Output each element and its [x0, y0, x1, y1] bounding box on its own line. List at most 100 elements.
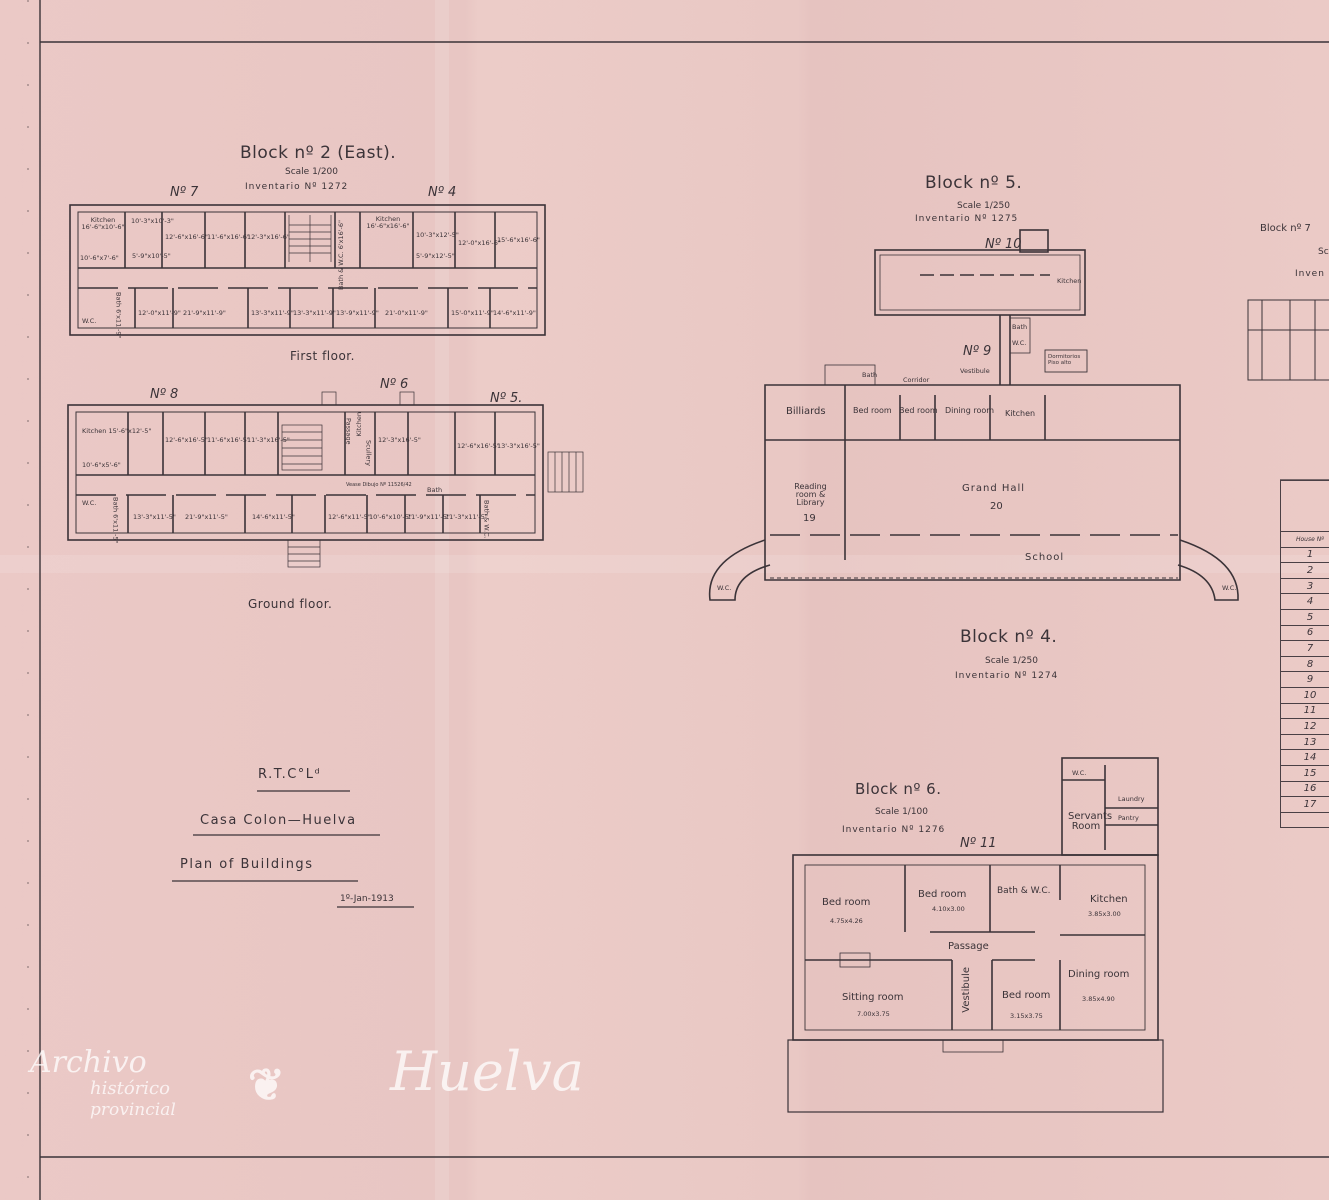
house-number-cell: 13 — [1280, 733, 1329, 751]
watermark-text: histórico — [90, 1078, 170, 1099]
block2-ground-floor-plan — [67, 391, 584, 568]
house-number-cell: 14 — [1280, 749, 1329, 766]
room-number: 20 — [990, 501, 1003, 512]
room-label: Sitting room — [842, 992, 904, 1003]
room-label: School — [1025, 552, 1065, 563]
room-label: Dining room — [1068, 969, 1130, 980]
house-number-cell: 10 — [1280, 686, 1329, 704]
houses-table-row: 15 — [1280, 764, 1329, 782]
room-label: 10'-6"x5'-6" — [82, 461, 121, 469]
room-label: Kitchen 16'-6"x10'-6" — [81, 216, 125, 231]
house-number-cell: 2 — [1280, 562, 1329, 579]
house-number-cell: 11 — [1280, 702, 1329, 720]
room-label: 21'-9"x11'-5" — [185, 513, 228, 521]
room-label: Kitchen — [1057, 277, 1082, 285]
room-label: 15'-0"x11'-9" — [451, 309, 494, 317]
room-label: Passage — [344, 418, 353, 445]
house-number: Nº 8 — [150, 387, 179, 402]
houses-table-row: 12 — [1280, 718, 1329, 735]
room-label: 12'-6"x16'-6" — [165, 233, 208, 241]
room-label: Kitchen 15'-6"x12'-5" — [82, 427, 152, 435]
room-label: 12'-0"x11'-9" — [138, 309, 181, 317]
block2-title: Block nº 2 (East). — [240, 143, 397, 163]
houses-table-row: 4 — [1280, 593, 1329, 610]
house-number-cell: 5 — [1280, 608, 1329, 626]
room-label: 14'-6"x11'-5" — [252, 513, 295, 521]
room-size: 3.85x4.90 — [1082, 995, 1115, 1003]
room-label: 10'-6"x10'-5" — [369, 513, 412, 521]
houses-table-row: 13 — [1280, 733, 1329, 751]
house-number: Nº 6 — [380, 377, 409, 392]
houses-table-header: House Nº — [1280, 531, 1329, 548]
room-label: 10'-3"x10'-3" — [131, 217, 174, 225]
house-number: Nº 11 — [960, 836, 997, 851]
room-label: Bath — [427, 486, 443, 494]
room-label: 5'-9"x12'-5" — [416, 252, 455, 260]
room-label: Bath & W.C. 6'x16'-6" — [337, 220, 345, 291]
house-number: Nº 9 — [963, 344, 992, 359]
room-label: Reading room & Library — [794, 482, 827, 507]
houses-table-row: 14 — [1280, 749, 1329, 766]
houses-table-row: 16 — [1280, 780, 1329, 798]
first-floor-label: First floor. — [290, 349, 355, 363]
room-size: 7.00x3.75 — [857, 1010, 890, 1018]
block6-title: Block nº 6. — [855, 780, 942, 798]
watermark-text: Huelva — [390, 1040, 584, 1103]
room-label: Vestibule — [961, 967, 972, 1013]
room-label: Bed room — [822, 897, 871, 908]
room-label: W.C. — [1072, 769, 1087, 777]
room-label: 11'-6"x16'-5" — [207, 436, 250, 444]
houses-table-row: 1 — [1280, 546, 1329, 564]
room-label: Bath 6'x11'-9" — [114, 292, 123, 339]
block4-inventario: Inventario Nº 1274 — [955, 671, 1059, 681]
houses-table-row: 17 — [1280, 796, 1329, 813]
room-label: Bed room — [899, 406, 938, 415]
house-number: Nº 4 — [428, 185, 457, 200]
room-label: 12'-6"x16'-5" — [165, 436, 208, 444]
room-label: Bath & W.C. — [997, 886, 1051, 896]
room-label: 11'-3"x11'-5" — [445, 513, 488, 521]
room-label: 11'-9"x11'-5" — [407, 513, 450, 521]
room-label: 12'-0"x16'-6" — [458, 239, 501, 247]
house-number-cell: 17 — [1280, 796, 1329, 813]
room-label: 11'-6"x16'-6" — [207, 233, 250, 241]
room-label: Billiards — [786, 406, 826, 417]
room-label: 5'-9"x10'-5" — [132, 252, 171, 260]
room-label: 13'-9"x11'-9" — [336, 309, 379, 317]
room-label: Corridor — [903, 376, 930, 384]
room-label: Kitchen — [1090, 894, 1128, 905]
houses-table-row: 5 — [1280, 608, 1329, 626]
house-number-cell: 16 — [1280, 780, 1329, 798]
houses-table-row: 10 — [1280, 686, 1329, 704]
block6-scale: Scale 1/100 — [875, 807, 929, 817]
block2-scale: Scale 1/200 — [285, 167, 339, 177]
block2-inventario: Inventario Nº 1272 — [245, 182, 349, 192]
room-label: 12'-6"x11'-5" — [328, 513, 371, 521]
house-number: Nº 5. — [490, 391, 523, 406]
houses-table-row — [1280, 811, 1329, 829]
houses-table-row: 8 — [1280, 655, 1329, 673]
room-label: Bed room — [918, 889, 967, 900]
room-label: Kitchen — [1005, 409, 1036, 418]
block5-title: Block nº 5. — [925, 173, 1023, 193]
room-label: 21'-0"x11'-9" — [385, 309, 428, 317]
room-label: Passage — [948, 941, 989, 952]
room-label: Vease Dibujo Nº 11526/42 — [346, 482, 412, 488]
drawing-date: 1º-Jan-1913 — [340, 894, 394, 904]
block6-inventario: Inventario Nº 1276 — [842, 825, 946, 835]
houses-table-row: 6 — [1280, 624, 1329, 642]
houses-table-row: 7 — [1280, 640, 1329, 657]
company-name: R.T.C°Lᵈ — [258, 767, 322, 782]
room-label: 15'-6"x16'-6" — [497, 236, 540, 244]
house-number-cell: 8 — [1280, 655, 1329, 673]
room-label: Bath — [1012, 323, 1028, 331]
room-label: W.C. — [82, 499, 97, 507]
room-label: 14'-6"x11'-9" — [493, 309, 536, 317]
room-label: 13'-3"x11'-9" — [251, 309, 294, 317]
block7-plan — [1247, 299, 1329, 381]
house-number-cell: 9 — [1280, 671, 1329, 688]
room-label: Kitchen — [355, 412, 363, 437]
room-label: Bath — [862, 371, 878, 379]
room-size: 3.85x3.00 — [1088, 910, 1121, 918]
